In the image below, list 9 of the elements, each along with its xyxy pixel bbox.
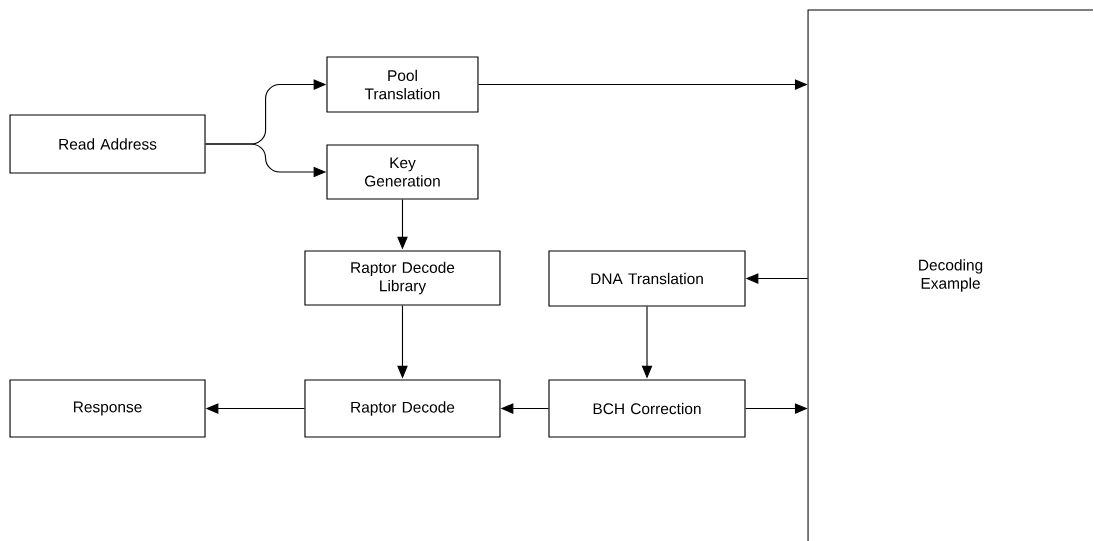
process-box: Response (9, 379, 206, 438)
process-box: DNA Translation (548, 250, 746, 307)
process-box: BCH Correction (548, 379, 746, 438)
process-box: Raptor Decode (304, 379, 501, 438)
process-box: Read Address (9, 114, 206, 174)
process-box: Raptor Decode Library (304, 250, 501, 306)
panel: Decoding Example (807, 9, 1094, 541)
process-box: Key Generation (326, 144, 479, 200)
process-box: Pool Translation (326, 56, 479, 113)
